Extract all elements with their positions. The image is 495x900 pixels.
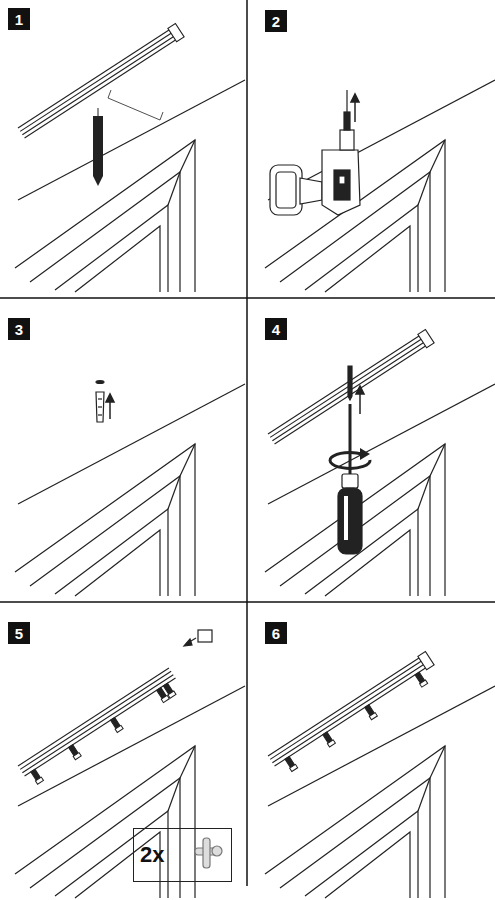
screwdriver bbox=[338, 404, 362, 554]
window-frame bbox=[15, 384, 245, 596]
screw bbox=[348, 366, 352, 400]
label-text: 1 bbox=[15, 11, 23, 28]
up-arrow bbox=[356, 386, 364, 414]
step-number: 4 bbox=[265, 318, 287, 340]
step-number: 2 bbox=[265, 10, 287, 32]
label-text: 3 bbox=[15, 321, 23, 338]
label-text: 2x bbox=[140, 842, 164, 868]
step-2-illustration bbox=[265, 80, 495, 292]
window-frame bbox=[15, 686, 245, 898]
label-text: 4 bbox=[272, 321, 280, 338]
step-4-illustration bbox=[265, 329, 495, 596]
curtain-rail bbox=[267, 651, 441, 777]
window-frame bbox=[265, 686, 495, 898]
step-5-illustration bbox=[15, 630, 245, 898]
step-number: 3 bbox=[8, 318, 30, 340]
step-number: 1 bbox=[8, 8, 30, 30]
window-frame bbox=[265, 384, 495, 596]
rotation-arrow bbox=[330, 448, 370, 468]
curtain-rail bbox=[18, 668, 183, 788]
up-arrow bbox=[106, 394, 114, 419]
distance-marker bbox=[108, 90, 163, 120]
hook-icon bbox=[195, 838, 222, 868]
end-cap bbox=[184, 630, 212, 646]
label-text: 6 bbox=[272, 625, 280, 642]
up-arrow bbox=[351, 94, 359, 122]
label-text: 2 bbox=[272, 13, 280, 30]
drill bbox=[270, 90, 360, 215]
step-number: 5 bbox=[8, 622, 30, 644]
wall-plug bbox=[96, 381, 104, 423]
pencil bbox=[93, 116, 103, 186]
step-1-illustration bbox=[15, 23, 245, 292]
quantity-box: 2x bbox=[133, 828, 232, 882]
label-text: 5 bbox=[15, 625, 23, 642]
step-number: 6 bbox=[265, 622, 287, 644]
window-frame bbox=[265, 80, 495, 292]
step-6-illustration bbox=[265, 651, 495, 898]
step-3-illustration bbox=[15, 381, 245, 597]
